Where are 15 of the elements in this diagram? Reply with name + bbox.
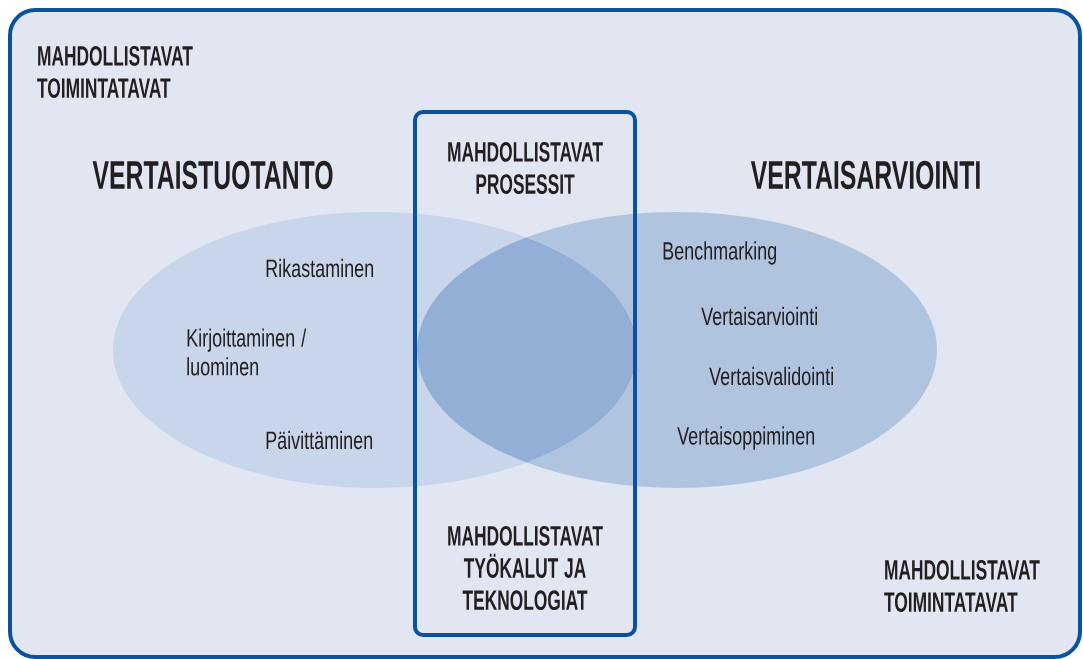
ellipse-item: Vertaisvalidointi <box>709 366 833 386</box>
ellipse-item: Benchmarking <box>663 241 777 265</box>
ellipse-item: Vertaisarviointi <box>701 306 817 326</box>
box-label: MAHDOLLISTAVAT TYÖKALUT JA TEKNOLOGIAT <box>448 525 603 611</box>
ellipse-item: Päivittäminen <box>266 430 373 450</box>
ellipse-item: Rikastaminen <box>266 258 373 278</box>
corner-label: MAHDOLLISTAVAT TOIMINTATAVAT <box>884 560 1040 612</box>
ellipse <box>113 212 937 488</box>
ellipse-item: Vertaisoppiminen <box>677 426 815 450</box>
corner-label: MAHDOLLISTAVAT TOIMINTATAVAT <box>37 46 193 98</box>
ellipse-item: Kirjoittaminen / luominen <box>187 328 307 376</box>
box-label: MAHDOLLISTAVAT PROSESSIT <box>448 142 603 194</box>
ellipse-heading: VERTAISARVIOINTI <box>750 160 980 190</box>
ellipse-heading: VERTAISTUOTANTO <box>92 160 333 190</box>
rounded-box <box>413 110 637 637</box>
